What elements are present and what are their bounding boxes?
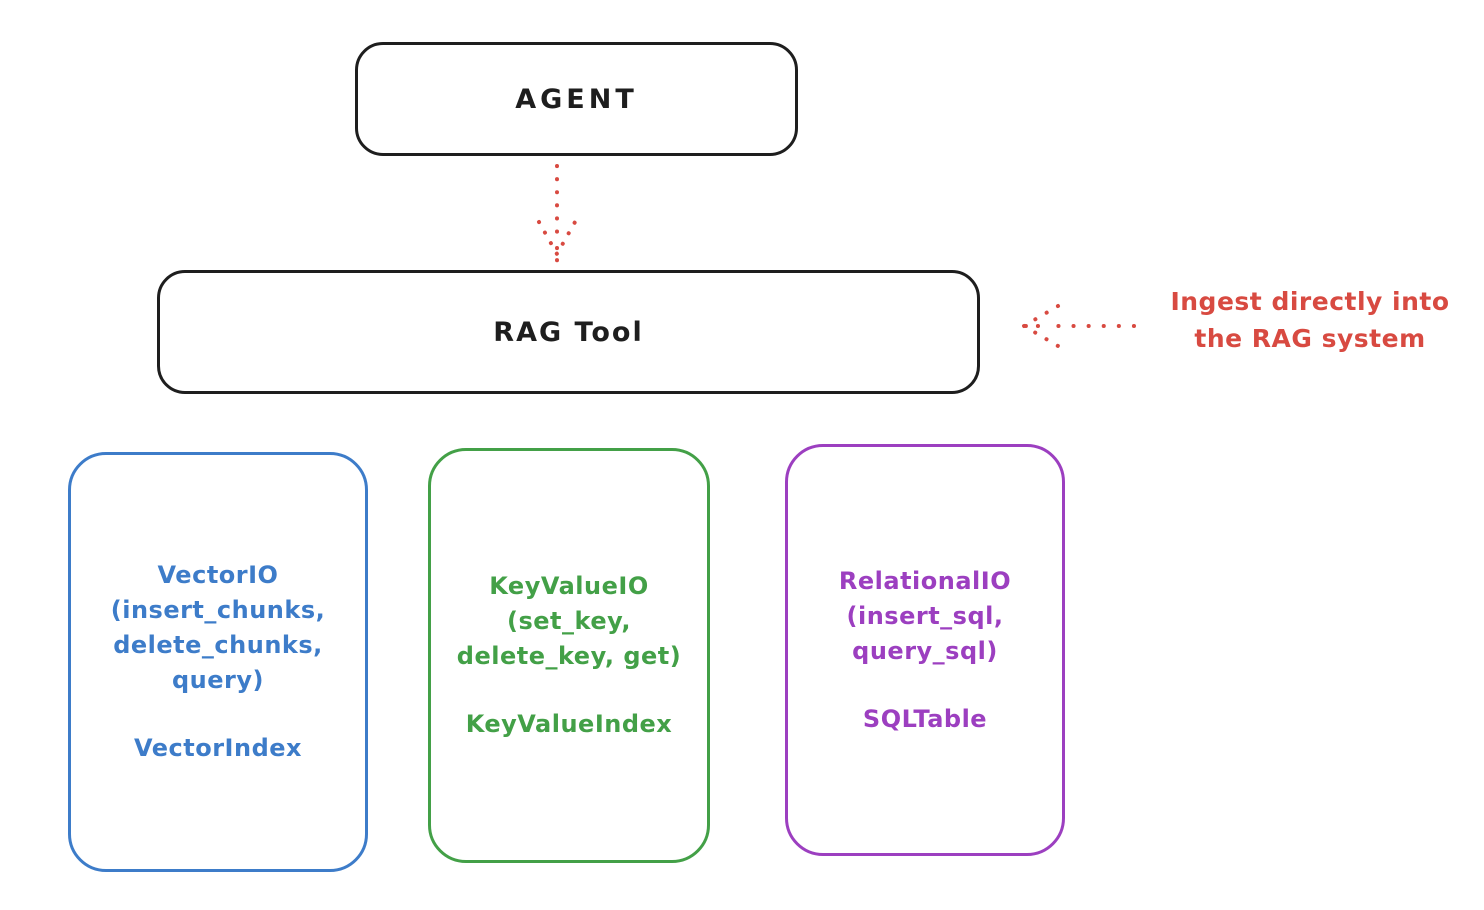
- relational-io-line: (insert_sql,: [846, 601, 1004, 630]
- arrow-left-icon: [1020, 304, 1136, 348]
- ingest-annotation-line1: Ingest directly into: [1170, 287, 1450, 316]
- ingest-annotation-line2: the RAG system: [1194, 324, 1426, 353]
- rag-tool-node: RAG Tool: [157, 270, 980, 394]
- relational-io-line: query_sql): [852, 636, 998, 665]
- keyvalue-io-line: delete_key, get): [456, 642, 682, 670]
- vector-io-line: VectorIO: [157, 561, 279, 589]
- relational-io-node: RelationalIO (insert_sql, query_sql) SQL…: [785, 444, 1065, 856]
- keyvalue-io-line: KeyValueIO: [489, 572, 649, 600]
- relational-io-line: RelationalIO: [838, 566, 1012, 595]
- agent-label: AGENT: [515, 83, 638, 115]
- rag-tool-label: RAG Tool: [493, 316, 644, 348]
- keyvalue-index-label: KeyValueIndex: [465, 710, 673, 738]
- arrow-down-icon: [537, 164, 577, 264]
- keyvalue-io-node: KeyValueIO (set_key, delete_key, get) Ke…: [428, 448, 710, 863]
- vector-io-line: (insert_chunks,: [110, 596, 326, 624]
- ingest-annotation: Ingest directly into the RAG system: [1140, 283, 1480, 357]
- vector-io-node: VectorIO (insert_chunks, delete_chunks, …: [68, 452, 368, 872]
- vector-io-line: query): [172, 666, 264, 694]
- vector-io-line: delete_chunks,: [113, 631, 323, 659]
- keyvalue-io-line: (set_key,: [507, 607, 631, 635]
- sql-table-label: SQLTable: [862, 704, 988, 733]
- vector-index-label: VectorIndex: [133, 734, 302, 762]
- agent-node: AGENT: [355, 42, 798, 156]
